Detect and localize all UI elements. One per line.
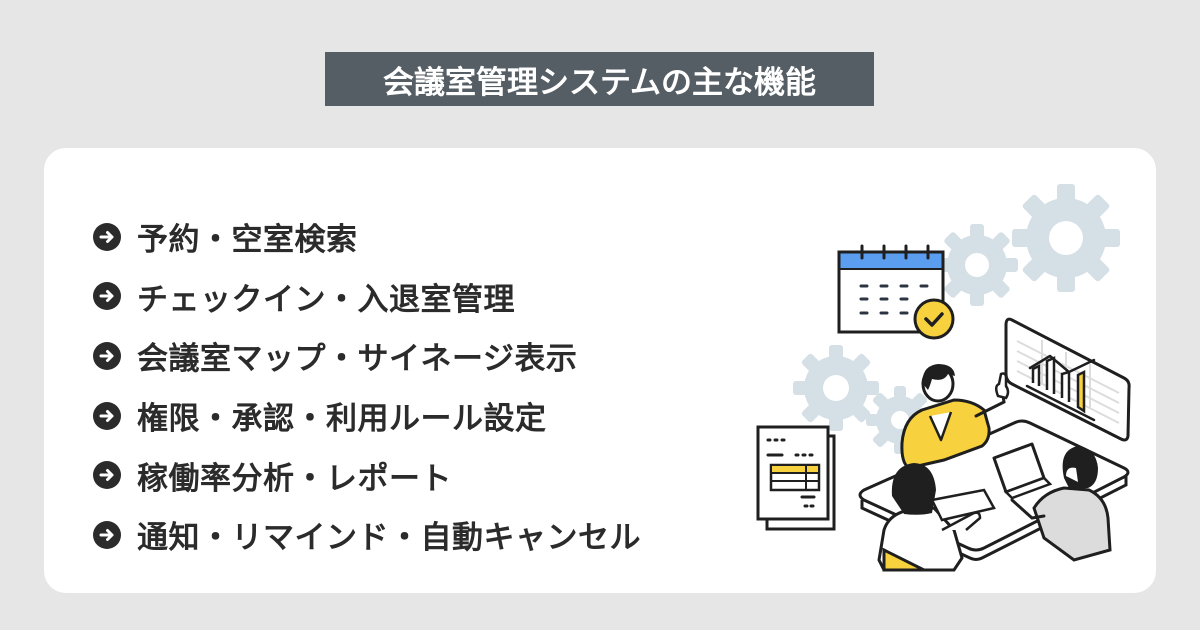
- feature-item-checkin: チェックイン・入退室管理: [93, 267, 641, 327]
- feature-label: 通知・リマインド・自動キャンセル: [137, 520, 641, 557]
- arrow-right-circle-icon: [93, 401, 121, 430]
- woman-person-icon: [877, 463, 996, 572]
- feature-label: 会議室マップ・サイネージ表示: [137, 341, 578, 378]
- page-title: 会議室管理システムの主な機能: [382, 64, 817, 101]
- feature-label: 予約・空室検索: [137, 222, 358, 259]
- feature-item-reservation: 予約・空室検索: [93, 207, 641, 267]
- feature-item-map-signage: 会議室マップ・サイネージ表示: [93, 326, 641, 386]
- feature-list: 予約・空室検索 チェックイン・入退室管理 会議室マップ・サイネージ表示 権限・承…: [93, 207, 641, 565]
- chart-screen-icon: [1004, 317, 1131, 442]
- document-icon: [756, 425, 836, 531]
- arrow-right-circle-icon: [93, 282, 121, 311]
- arrow-right-circle-icon: [93, 341, 121, 370]
- feature-item-analytics: 稼働率分析・レポート: [93, 445, 641, 505]
- meeting-illustration: [756, 184, 1131, 572]
- presenter-person-icon: [900, 364, 1010, 470]
- arrow-right-circle-icon: [93, 222, 121, 251]
- feature-item-permissions: 権限・承認・利用ルール設定: [93, 386, 641, 446]
- arrow-right-circle-icon: [93, 520, 121, 549]
- arrow-right-circle-icon: [93, 461, 121, 490]
- feature-label: 稼働率分析・レポート: [137, 460, 452, 497]
- feature-label: チェックイン・入退室管理: [137, 281, 515, 318]
- laptop-person-icon: [992, 442, 1112, 562]
- feature-item-notifications: 通知・リマインド・自動キャンセル: [93, 505, 641, 565]
- calendar-icon: [837, 244, 955, 340]
- title-banner: 会議室管理システムの主な機能: [325, 52, 874, 106]
- feature-label: 権限・承認・利用ルール設定: [137, 401, 547, 438]
- feature-card: 予約・空室検索 チェックイン・入退室管理 会議室マップ・サイネージ表示 権限・承…: [44, 148, 1156, 593]
